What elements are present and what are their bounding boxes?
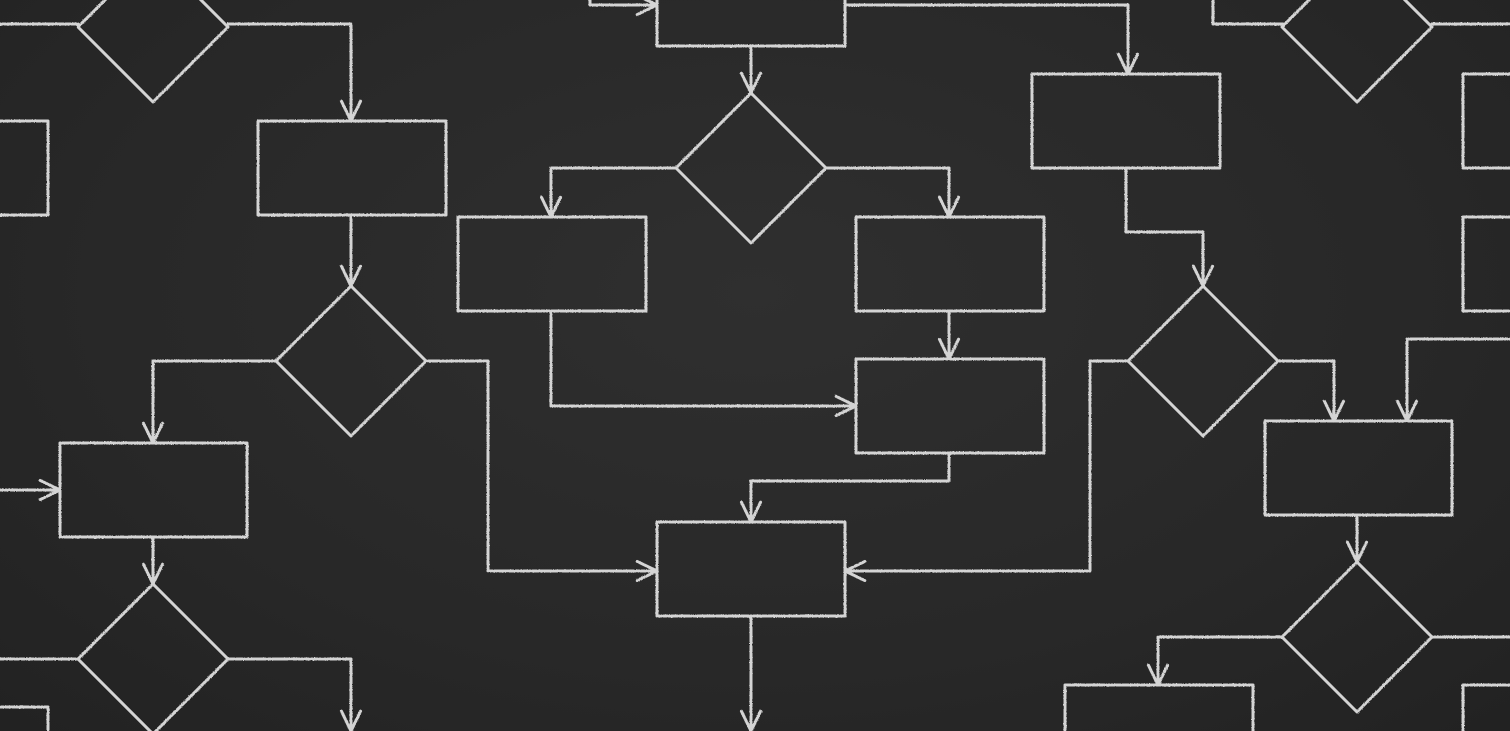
- arrowhead-icon: [834, 394, 858, 418]
- connector-line: [843, 359, 1130, 573]
- process-box: [854, 357, 1046, 455]
- connector-line: [1211, 0, 1285, 26]
- connector-line: [588, 0, 659, 7]
- arrowhead-icon: [1146, 663, 1170, 687]
- connector-line: [549, 166, 678, 219]
- decision-diamond: [274, 284, 428, 438]
- process-box: [0, 705, 50, 731]
- arrowhead-icon: [739, 71, 763, 95]
- process-box: [1063, 683, 1255, 731]
- arrowhead-icon: [141, 562, 165, 586]
- arrowhead-icon: [1191, 264, 1215, 288]
- arrowhead-icon: [1345, 540, 1369, 564]
- process-box: [1461, 215, 1510, 313]
- arrowhead-icon: [1116, 52, 1140, 76]
- connector-line: [824, 166, 951, 219]
- connector-line: [151, 359, 279, 445]
- decision-diamond: [76, 582, 230, 731]
- decision-diamond: [1280, 0, 1434, 104]
- process-box: [456, 215, 648, 313]
- decision-diamond: [674, 91, 828, 245]
- arrowhead-icon: [1395, 399, 1419, 423]
- connector-line: [424, 359, 659, 573]
- arrowhead-icon: [635, 0, 659, 17]
- process-box: [1263, 419, 1454, 517]
- arrowhead-icon: [539, 195, 563, 219]
- connector-line: [1276, 359, 1336, 423]
- connector-line: [1405, 337, 1510, 423]
- decision-diamond: [1126, 284, 1280, 438]
- connector-line: [1156, 635, 1285, 687]
- process-box: [0, 119, 50, 217]
- arrowhead-icon: [739, 709, 763, 731]
- arrowhead-icon: [843, 559, 867, 583]
- connector-line: [1124, 166, 1205, 288]
- arrowhead-icon: [38, 478, 62, 502]
- connector-line: [843, 3, 1130, 76]
- process-box: [256, 119, 448, 217]
- process-box: [1461, 72, 1510, 170]
- decision-diamond: [76, 0, 230, 104]
- process-box: [655, 0, 847, 48]
- arrowhead-icon: [1322, 399, 1346, 423]
- arrowhead-icon: [937, 337, 961, 361]
- arrowhead-icon: [339, 709, 363, 731]
- arrowhead-icon: [141, 421, 165, 445]
- connector-line: [749, 451, 951, 524]
- process-box: [655, 520, 847, 618]
- process-box: [58, 441, 249, 539]
- connector-line: [549, 309, 858, 408]
- process-box: [1461, 683, 1510, 731]
- connector-line: [226, 22, 353, 123]
- decision-diamond: [1280, 560, 1434, 714]
- arrowhead-icon: [339, 264, 363, 288]
- connector-line: [226, 657, 353, 731]
- arrowhead-icon: [937, 195, 961, 219]
- arrowhead-icon: [339, 99, 363, 123]
- process-box: [854, 215, 1046, 313]
- arrowhead-icon: [635, 559, 659, 583]
- process-box: [1030, 72, 1222, 170]
- arrowhead-icon: [739, 500, 763, 524]
